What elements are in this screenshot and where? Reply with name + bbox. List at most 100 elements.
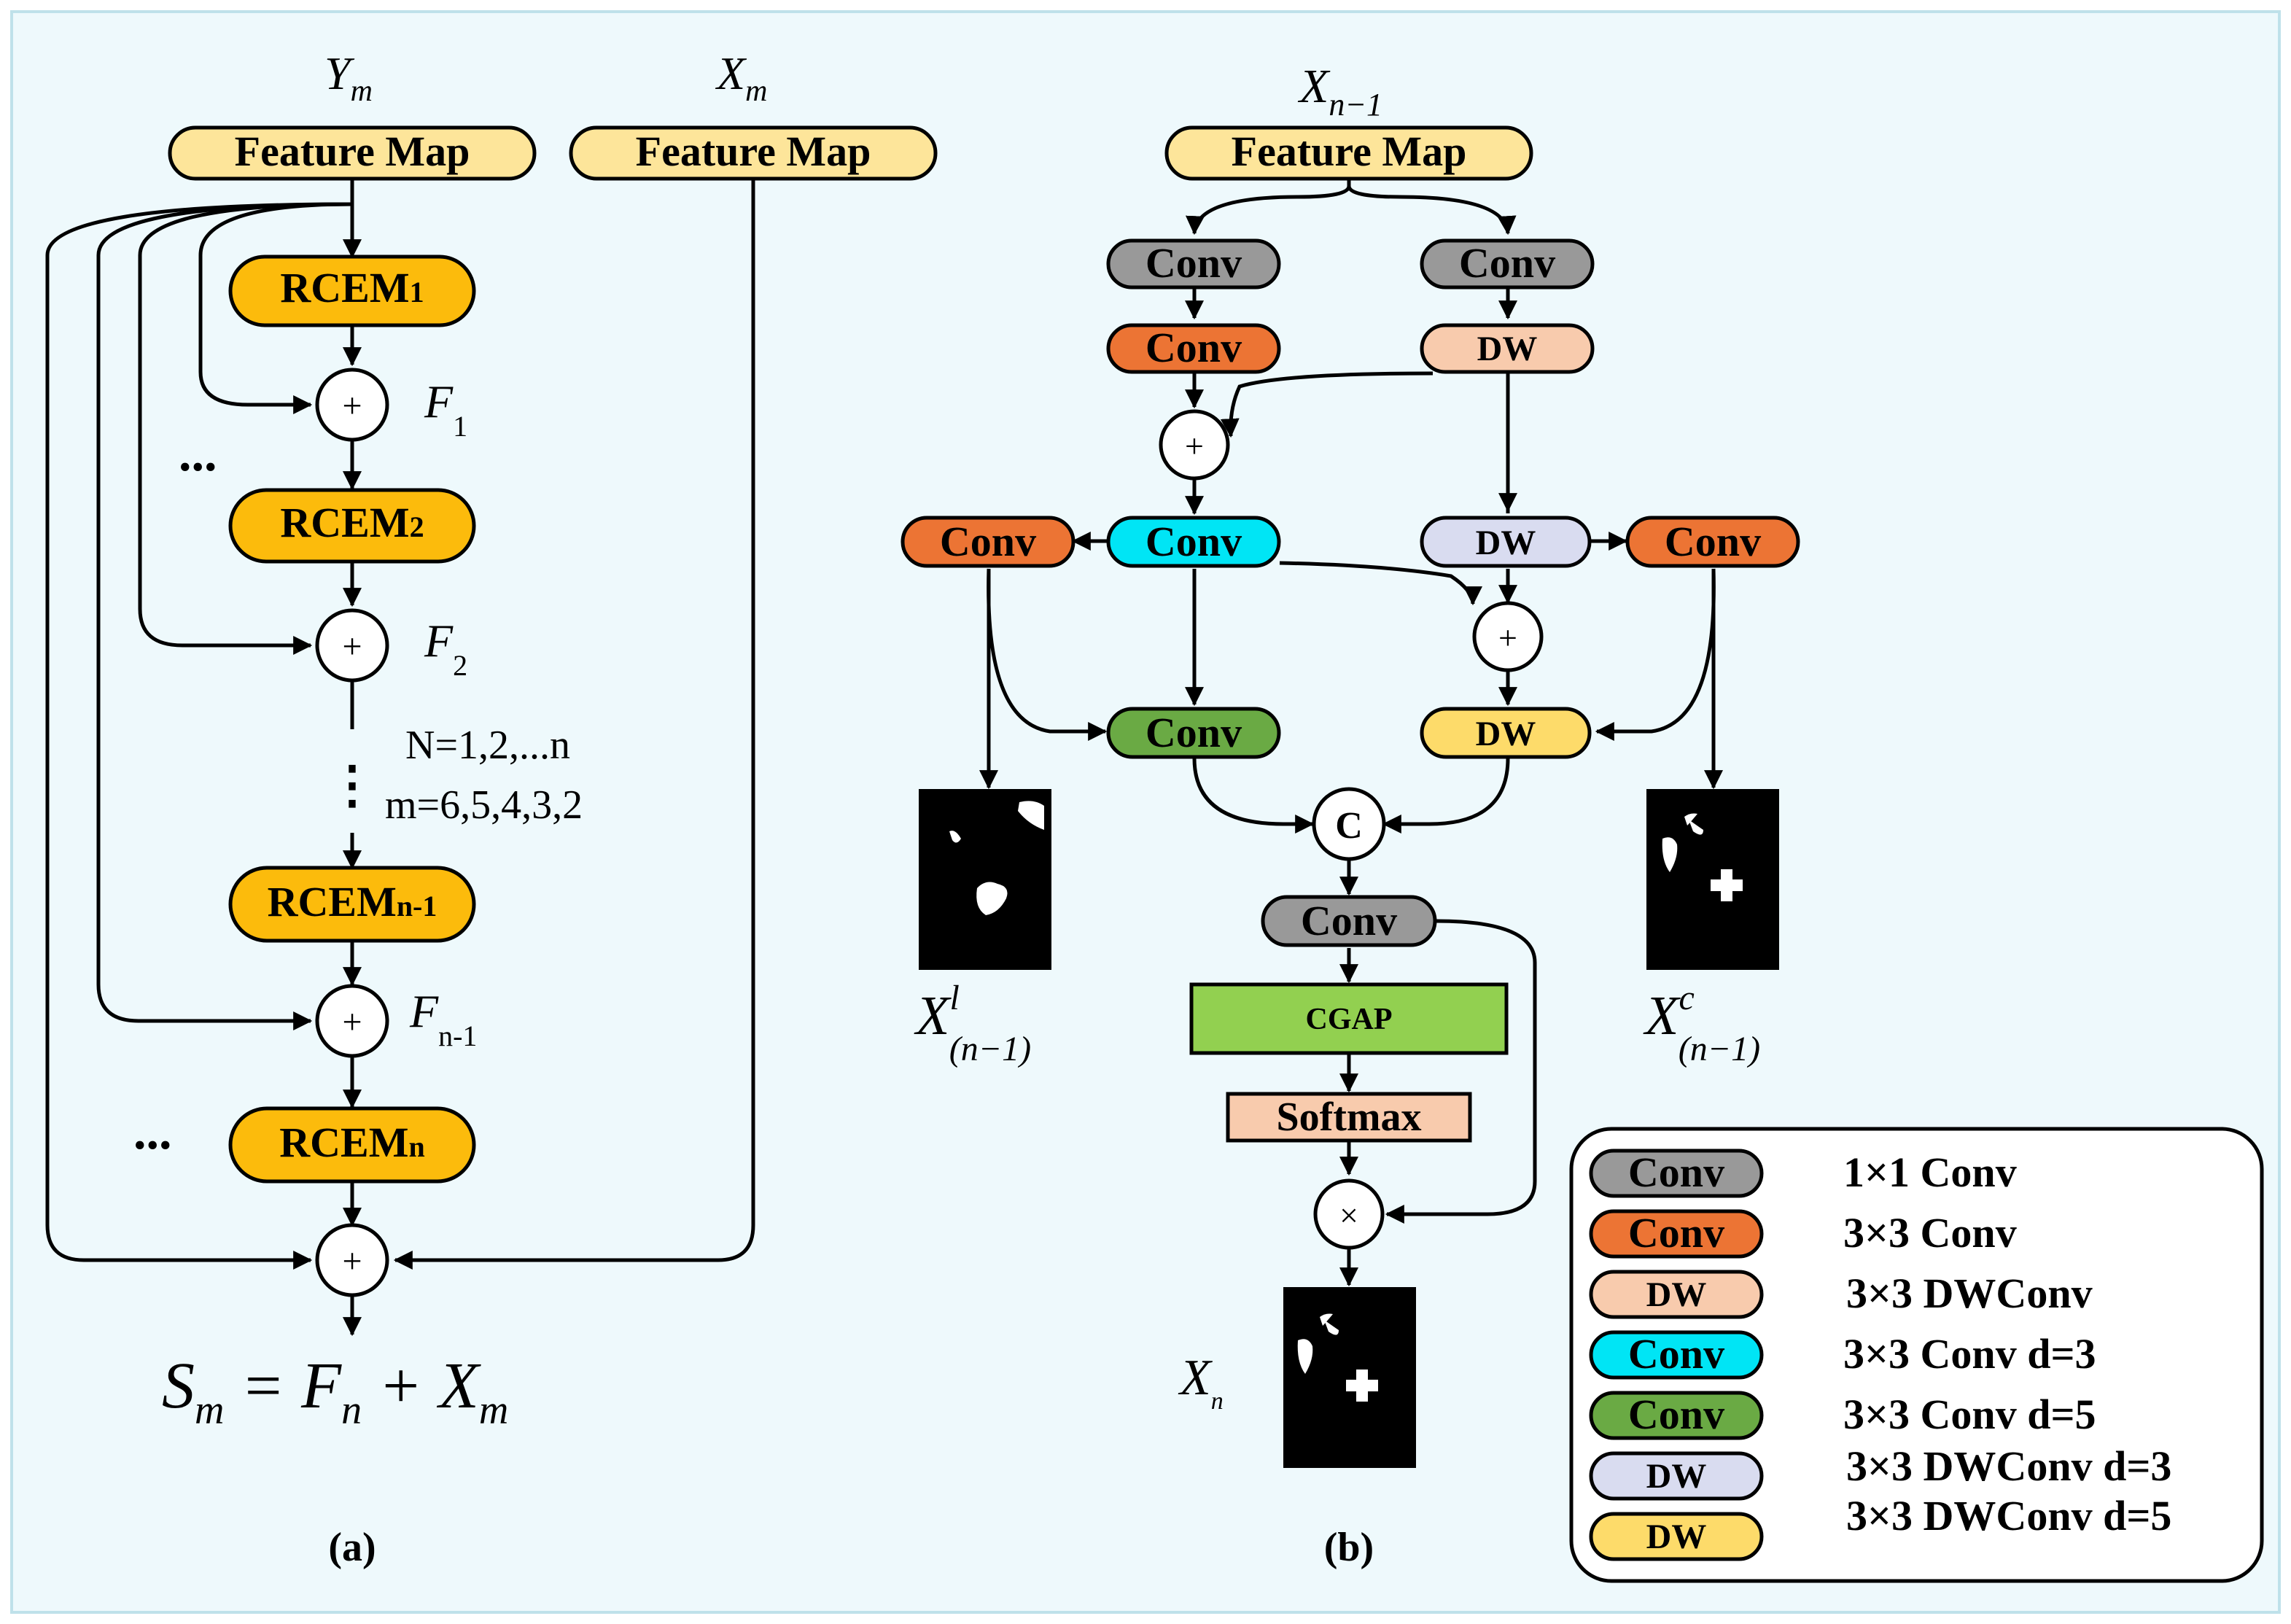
rcem-n-block	[228, 1106, 476, 1184]
conv-d3-text: Conv	[1146, 518, 1242, 565]
mask-image-output	[1283, 1287, 1416, 1468]
dwconv-d3-text: DW	[1476, 524, 1536, 562]
caption-b: (b)	[1324, 1525, 1374, 1570]
svg-text:1×1 Conv: 1×1 Conv	[1843, 1149, 2017, 1196]
conv-3x3-far-right-text: Conv	[1665, 518, 1761, 565]
legend-item-conv-3x3: Conv 3×3 Conv	[1589, 1209, 2017, 1259]
f1-label: F1	[424, 376, 467, 443]
rcem-n-label: RCEMn	[279, 1119, 424, 1166]
feature-map-xm	[569, 125, 938, 181]
feature-map-xn1-text: Feature Map	[1232, 128, 1467, 175]
svg-text:+: +	[1185, 427, 1204, 465]
conv-d5-text: Conv	[1146, 709, 1242, 756]
svg-text:+: +	[342, 627, 362, 666]
dwconv-3x3-right	[1420, 323, 1595, 374]
svg-text:3×3 Conv: 3×3 Conv	[1843, 1209, 2017, 1256]
rcem-1-label: RCEM1	[280, 264, 424, 311]
legend-item-dwconv-d5: DW 3×3 DWConv d=5	[1589, 1492, 2171, 1561]
vertical-ellipsis: ⋮	[327, 758, 378, 814]
sum-node-f1: +	[315, 368, 389, 442]
feature-map-xm-text: Feature Map	[636, 128, 871, 175]
conv-3x3-far-left-text: Conv	[940, 518, 1036, 565]
dwconv-3x3-right-text: DW	[1477, 330, 1538, 368]
conv-3x3-far-right	[1625, 516, 1800, 568]
svg-text:×: ×	[1339, 1197, 1358, 1234]
dwconv-d5-block	[1420, 707, 1592, 759]
m-range-text: m=6,5,4,3,2	[385, 782, 583, 828]
conv-1x1-fuse	[1261, 895, 1437, 947]
cgap-text: CGAP	[1306, 1003, 1393, 1036]
feature-map-xn1	[1164, 125, 1533, 181]
svg-text:C: C	[1335, 805, 1363, 847]
n-range-text: N=1,2,...n	[405, 723, 570, 768]
legend-item-dwconv-d3: DW 3×3 DWConv d=3	[1589, 1442, 2171, 1501]
x-l-label: Xl(n−1)	[914, 979, 1031, 1068]
ym-label: Ym	[324, 47, 373, 108]
svg-text:+: +	[1498, 619, 1517, 656]
mask-image-right	[1646, 789, 1779, 970]
panel-b: Xn−1 Feature Map Conv Conv Conv DW + Con…	[901, 60, 1800, 1570]
panel-a: Ym Xm Feature Map Feature Map RCEM1 RCEM…	[45, 47, 938, 1570]
feature-map-ym	[168, 125, 537, 181]
svg-text:Conv: Conv	[1628, 1391, 1724, 1438]
output-equation: Sm = Fn + Xm	[162, 1350, 508, 1433]
conv-3x3-far-left	[901, 516, 1076, 568]
mask-image-left	[919, 789, 1051, 970]
legend: Conv 1×1 Conv Conv 3×3 Conv DW 3×3 DWCon…	[1569, 1127, 2264, 1583]
dwconv-d5-text: DW	[1476, 715, 1536, 753]
sum-node-b2: +	[1472, 601, 1544, 672]
dwconv-d3-block	[1420, 516, 1592, 568]
svg-text:3×3 Conv d=5: 3×3 Conv d=5	[1843, 1391, 2096, 1438]
x-n-1-label: Xn−1	[1297, 60, 1382, 123]
conv-1x1-right	[1420, 238, 1595, 290]
rcem-1-block	[228, 255, 476, 327]
rcem-n1-block	[228, 866, 476, 943]
conv-1x1-right-text: Conv	[1459, 239, 1555, 287]
ellipsis-lower: ...	[133, 1104, 172, 1160]
sum-node-final: +	[315, 1223, 389, 1297]
xm-label: Xm	[715, 47, 767, 108]
legend-item-conv-d3: Conv 3×3 Conv d=3	[1589, 1330, 2096, 1380]
ellipsis-upper: ...	[179, 426, 217, 482]
rcem-n1-label: RCEMn-1	[268, 878, 437, 925]
cgap-block	[1189, 982, 1509, 1055]
svg-text:DW: DW	[1646, 1518, 1707, 1556]
svg-text:DW: DW	[1646, 1275, 1707, 1314]
legend-item-conv-1x1: Conv 1×1 Conv	[1589, 1149, 2017, 1198]
concat-node: C	[1312, 787, 1386, 861]
sum-node-b1: +	[1159, 409, 1230, 481]
sum-node-fn1: +	[315, 984, 389, 1058]
svg-text:3×3 DWConv d=5: 3×3 DWConv d=5	[1846, 1492, 2171, 1539]
x-c-label: Xc(n−1)	[1643, 979, 1760, 1068]
rcem-2-label: RCEM2	[280, 499, 424, 546]
svg-text:+: +	[342, 1242, 362, 1281]
fn1-label: Fn-1	[409, 985, 477, 1052]
feature-map-ym-text: Feature Map	[235, 128, 470, 175]
f2-label: F2	[424, 615, 467, 682]
sum-node-f2: +	[315, 608, 389, 683]
svg-text:Conv: Conv	[1628, 1209, 1724, 1256]
svg-text:+: +	[342, 1003, 362, 1041]
legend-item-conv-d5: Conv 3×3 Conv d=5	[1589, 1391, 2096, 1440]
conv-3x3-left	[1106, 323, 1281, 374]
svg-text:3×3 DWConv: 3×3 DWConv	[1846, 1270, 2093, 1317]
multiply-node: ×	[1313, 1178, 1385, 1250]
legend-item-dwconv-3x3: DW 3×3 DWConv	[1589, 1270, 2093, 1319]
svg-text:DW: DW	[1646, 1457, 1707, 1496]
caption-a: (a)	[328, 1525, 376, 1570]
svg-text:Conv: Conv	[1628, 1330, 1724, 1378]
conv-1x1-left-text: Conv	[1146, 239, 1242, 287]
svg-text:3×3 Conv d=3: 3×3 Conv d=3	[1843, 1330, 2096, 1378]
conv-1x1-left	[1106, 238, 1281, 290]
svg-text:3×3 DWConv d=3: 3×3 DWConv d=3	[1846, 1442, 2171, 1490]
svg-text:+: +	[342, 386, 362, 425]
rcem-2-block	[228, 488, 476, 564]
x-n-label: Xn	[1178, 1350, 1224, 1415]
softmax-block	[1226, 1092, 1472, 1143]
conv-d5-block	[1106, 707, 1281, 759]
conv-1x1-fuse-text: Conv	[1301, 897, 1397, 944]
conv-d3-block	[1106, 516, 1281, 568]
conv-3x3-left-text: Conv	[1146, 324, 1242, 371]
svg-text:Conv: Conv	[1628, 1149, 1724, 1196]
